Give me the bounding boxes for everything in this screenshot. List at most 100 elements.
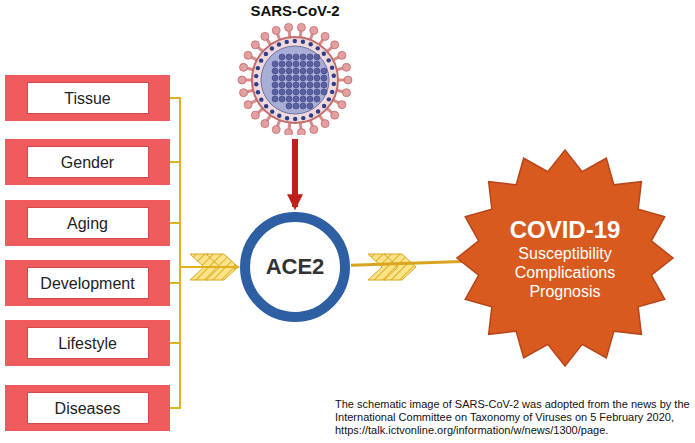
receptor-label: ACE2 (266, 254, 325, 280)
virus-drawing (230, 20, 360, 135)
spike-head (338, 51, 346, 59)
nucleocapsid (293, 68, 299, 74)
nucleocapsid (321, 75, 327, 81)
nucleocapsid (279, 61, 285, 67)
spike-head (261, 32, 269, 40)
factor-connector (170, 98, 239, 267)
spike-head (244, 51, 252, 59)
spike-head (272, 126, 280, 134)
membrane-protein (259, 97, 263, 101)
nucleocapsid (300, 61, 306, 67)
nucleocapsid (293, 61, 299, 67)
spike-head (285, 23, 293, 31)
spike-head (331, 111, 339, 119)
factor-label: Diseases (27, 392, 149, 424)
factor-box: Gender (5, 139, 170, 185)
spike-head (321, 32, 329, 40)
factor-connector (170, 223, 239, 267)
nucleocapsid (286, 54, 292, 60)
membrane-protein (332, 82, 336, 86)
membrane-protein (256, 90, 260, 94)
membrane-protein (254, 82, 258, 86)
nucleocapsid (314, 96, 320, 102)
spike-head (238, 76, 246, 84)
spike-head (240, 89, 248, 97)
factor-connector (170, 267, 239, 408)
membrane-protein (309, 113, 313, 117)
spike-head (310, 26, 318, 34)
nucleocapsid (307, 75, 313, 81)
virus-label: SARS-CoV-2 (250, 2, 339, 20)
spike-head (285, 129, 293, 135)
membrane-protein (285, 116, 289, 120)
nucleocapsid (300, 68, 306, 74)
spike-head (272, 26, 280, 34)
nucleocapsid (300, 96, 306, 102)
membrane-protein (264, 104, 268, 108)
nucleocapsid (300, 82, 306, 88)
membrane-protein (322, 104, 326, 108)
membrane-protein (316, 46, 320, 50)
nucleocapsid (293, 103, 299, 109)
image-credit-caption: The schematic image of SARS-CoV-2 was ad… (335, 398, 690, 437)
nucleocapsid (321, 82, 327, 88)
membrane-protein (301, 116, 305, 120)
nucleocapsid (286, 68, 292, 74)
virus-envelope (252, 37, 338, 123)
binding-arrow (292, 139, 298, 207)
nucleocapsid (279, 82, 285, 88)
nucleocapsid (300, 89, 306, 95)
membrane-protein (270, 46, 274, 50)
nucleocapsid (279, 96, 285, 102)
membrane-protein (277, 42, 281, 46)
spike-head (321, 120, 329, 128)
nucleocapsid (293, 54, 299, 60)
nucleocapsid (272, 89, 278, 95)
virus-core (261, 46, 329, 114)
nucleocapsid (293, 89, 299, 95)
nucleocapsid (300, 75, 306, 81)
nucleocapsid (272, 68, 278, 74)
factor-label: Tissue (27, 82, 149, 114)
membrane-protein (327, 97, 331, 101)
membrane-protein (316, 109, 320, 113)
membrane-protein (277, 114, 281, 118)
outcome-starburst: COVID-19Susceptibility Complications Pro… (455, 148, 675, 368)
nucleocapsid (286, 61, 292, 67)
nucleocapsid (314, 54, 320, 60)
membrane-protein (330, 90, 334, 94)
nucleocapsid (272, 82, 278, 88)
nucleocapsid (307, 68, 313, 74)
spike-head (240, 63, 248, 71)
spike-head (297, 129, 305, 135)
nucleocapsid (314, 75, 320, 81)
membrane-protein (270, 109, 274, 113)
factor-label: Development (27, 267, 149, 299)
membrane-protein (293, 117, 297, 121)
nucleocapsid (286, 103, 292, 109)
membrane-protein (301, 40, 305, 44)
spike-head (244, 101, 252, 109)
membrane-protein (264, 52, 268, 56)
spike-head (331, 41, 339, 49)
outcome-text: Susceptibility Complications Prognosis (508, 244, 623, 301)
starburst-shape (457, 150, 673, 366)
factor-label: Gender (27, 146, 149, 178)
factor-connector (170, 162, 239, 267)
nucleocapsid (272, 75, 278, 81)
spike-head (251, 41, 259, 49)
nucleocapsid (314, 61, 320, 67)
spike-head (261, 120, 269, 128)
spike-head (344, 76, 352, 84)
membrane-protein (259, 58, 263, 62)
factor-box: Development (5, 260, 170, 306)
nucleocapsid (307, 54, 313, 60)
virus-illustration: SARS-CoV-2 (230, 2, 360, 137)
nucleocapsid (279, 89, 285, 95)
membrane-protein (322, 52, 326, 56)
membrane-protein (332, 74, 336, 78)
receptor-circle: ACE2 (240, 212, 350, 322)
membrane-protein (285, 40, 289, 44)
